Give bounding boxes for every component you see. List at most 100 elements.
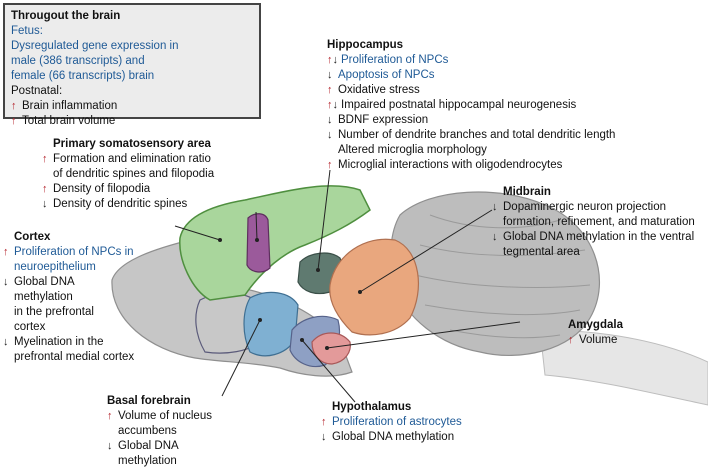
midbrain-lines: ↓ Dopaminergic neuron projection formation… <box>492 200 695 260</box>
hippocampus-line: ↑ Oxidative stress <box>327 83 615 98</box>
hippocampus-lines: ↑↓Proliferation of NPCs↓Apoptosis of NPC… <box>327 53 615 173</box>
somatosensory-line: ↑Density of filopodia <box>42 182 214 197</box>
box-line: Postnatal: <box>11 84 253 99</box>
box-line-text: Total brain volume <box>22 115 116 127</box>
somatosensory-line-text: Density of dendritic spines <box>53 198 188 210</box>
up-arrow-icon: ↑ <box>11 100 17 112</box>
down-arrow-icon: ↓ <box>492 201 498 213</box>
cortex-region <box>179 185 371 301</box>
box-line: Dysregulated gene expression in <box>11 39 253 54</box>
cortex-line-text: in the prefrontal <box>14 306 94 318</box>
hippocampus-title: Hippocampus <box>327 39 404 51</box>
box-title: Througout the brain <box>11 10 121 22</box>
hypothalamus-annotation: Hypothalamus ↑ Proliferation of astrocyte… <box>321 400 462 445</box>
somatosensory-annotation: Primary somatosensory area ↑Formation an… <box>42 137 214 212</box>
amygdala-annotation: Amygdala ↑Volume <box>568 318 623 348</box>
cortex-line: ↑Proliferation of NPCs in <box>3 245 134 260</box>
up-arrow-icon: ↑ <box>568 334 574 346</box>
basal-line-text: Global DNA <box>118 440 179 452</box>
somatosensory-title: Primary somatosensory area <box>53 138 211 150</box>
box-line: ↑ Brain inflammation <box>11 99 253 114</box>
hypothalamus-line-text: Proliferation of astrocytes <box>332 416 462 428</box>
cortex-title: Cortex <box>14 231 51 243</box>
hypothalamus-line-text: Global DNA methylation <box>332 431 455 443</box>
box-line-text: female (66 transcripts) brain <box>11 70 155 82</box>
somatosensory-line-text: Density of filopodia <box>53 183 151 195</box>
basal-forebrain-annotation: Basal forebrain ↑ Volume of nucleus accumb… <box>107 394 212 469</box>
up-arrow-icon: ↑ <box>321 416 327 428</box>
somatosensory-line: ↓Density of dendritic spines <box>42 197 214 212</box>
cortex-line: ↓ Global DNA <box>3 275 134 290</box>
down-arrow-icon: ↓ <box>321 431 327 443</box>
cortex-line-text: Myelination in the <box>14 336 104 348</box>
up-arrow-icon: ↑ <box>107 410 113 422</box>
cortex-line: prefrontal medial cortex <box>3 350 134 365</box>
cortex-line-text: Global DNA <box>14 276 75 288</box>
somatosensory-line-text: Formation and elimination ratio <box>53 153 211 165</box>
box-line-text: Fetus: <box>11 25 43 37</box>
cortex-line-text: cortex <box>14 321 46 333</box>
somatosensory-line: of dendritic spines and filopodia <box>42 167 214 182</box>
basal-line: accumbens <box>107 424 212 439</box>
down-arrow-icon: ↓ <box>3 336 9 348</box>
down-arrow-icon: ↓ <box>492 231 498 243</box>
down-arrow-icon: ↓ <box>327 114 333 126</box>
up-arrow-icon: ↑ <box>327 84 333 96</box>
box-line: ↑ Total brain volume <box>11 114 253 129</box>
somatosensory-line-text: of dendritic spines and filopodia <box>53 168 215 180</box>
box-line: Fetus: <box>11 24 253 39</box>
cortex-line: in the prefrontal <box>3 305 134 320</box>
cortex-line-text: prefrontal medial cortex <box>14 351 135 363</box>
midbrain-line-text: Dopaminergic neuron projection <box>503 201 667 213</box>
connector-lines <box>174 169 521 403</box>
cortex-line: cortex <box>3 320 134 335</box>
down-arrow-icon: ↓ <box>327 69 333 81</box>
midbrain-region <box>329 238 419 336</box>
cortex-line: ↓ Myelination in the <box>3 335 134 350</box>
basal-title: Basal forebrain <box>107 395 191 407</box>
cortex-line: neuroepithelium <box>3 260 134 275</box>
amygdala-line: ↑Volume <box>568 333 623 348</box>
hippocampus-line-text: Apoptosis of NPCs <box>338 69 435 81</box>
up-arrow-icon: ↑ <box>11 115 17 127</box>
hippocampus-line: ↑↓Proliferation of NPCs <box>327 53 615 68</box>
box-line: female (66 transcripts) brain <box>11 69 253 84</box>
basal-line: methylation <box>107 454 212 469</box>
hippocampus-line-text: Proliferation of NPCs <box>341 54 449 66</box>
amygdala-title: Amygdala <box>568 319 623 331</box>
basal-line: ↓Global DNA <box>107 439 212 454</box>
hypothalamus-title: Hypothalamus <box>332 401 412 413</box>
box-line-text: Brain inflammation <box>22 100 118 112</box>
midbrain-line: ↓ Global DNA methylation in the ventral <box>492 230 695 245</box>
basal-forebrain-region <box>243 291 299 357</box>
basal-line-text: Volume of nucleus <box>118 410 212 422</box>
down-arrow-icon: ↓ <box>3 276 9 288</box>
hippocampus-line: ↓ Apoptosis of NPCs <box>327 68 615 83</box>
hippocampus-line-text: Oxidative stress <box>338 84 420 96</box>
basal-line-text: accumbens <box>118 425 177 437</box>
hippocampus-line-text: BDNF expression <box>338 114 429 126</box>
up-down-arrow-icon: ↑↓ <box>327 99 338 111</box>
hippocampus-annotation: Hippocampus ↑↓Proliferation of NPCs↓Apop… <box>327 38 615 173</box>
midbrain-line: formation, refinement, and maturation <box>492 215 695 230</box>
box-line-text: Dysregulated gene expression in <box>11 40 179 52</box>
midbrain-line-text: Global DNA methylation in the ventral <box>503 231 695 243</box>
hippocampus-line-text: Altered microglia morphology <box>338 144 487 156</box>
hippocampus-line: ↓ BDNF expression <box>327 113 615 128</box>
basal-line: ↑ Volume of nucleus <box>107 409 212 424</box>
hypothalamus-line: ↓ Global DNA methylation <box>321 430 462 445</box>
hypothalamus-line: ↑ Proliferation of astrocytes <box>321 415 462 430</box>
hippocampus-line-text: Microglial interactions with oligodendro… <box>338 159 563 171</box>
hippocampus-line: Altered microglia morphology <box>327 143 615 158</box>
basal-line-text: methylation <box>118 455 177 467</box>
midbrain-annotation: Midbrain ↓Dopaminergic neuron projection… <box>492 185 695 260</box>
somatosensory-line: ↑Formation and elimination ratio <box>42 152 214 167</box>
hypothalamus-lines: ↑ Proliferation of astrocytes ↓ Global DNA … <box>321 415 462 445</box>
somatosensory-region <box>246 213 271 273</box>
amygdala-lines: ↑Volume <box>568 333 623 348</box>
